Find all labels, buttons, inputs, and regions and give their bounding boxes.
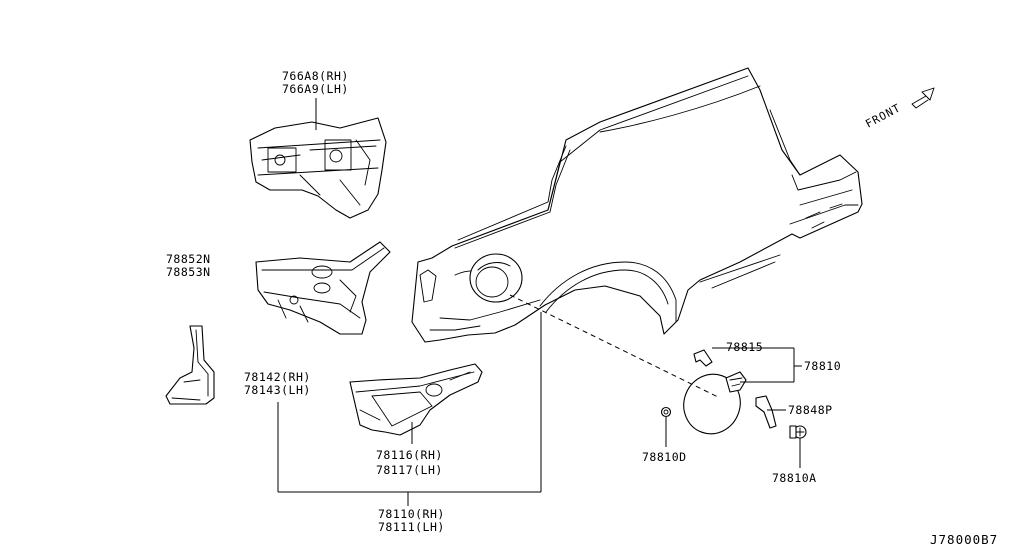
label-78143: 78143(LH) (244, 383, 311, 397)
part-78142-wheelhouse (255, 241, 391, 335)
label-78848P: 78848P (788, 403, 833, 417)
part-766A8-bracket (249, 117, 387, 219)
front-label: FRONT (863, 101, 903, 130)
label-78110: 78110(RH) (378, 507, 445, 521)
label-78142: 78142(RH) (244, 370, 311, 384)
rear-fender-quarter-panel (411, 67, 863, 343)
part-78848P-spring (755, 395, 777, 429)
part-78815-hinge (693, 349, 713, 367)
label-78116: 78116(RH) (376, 448, 443, 462)
label-78810D: 78810D (642, 450, 687, 464)
part-78116-lower-panel (349, 363, 483, 436)
label-78117: 78117(LH) (376, 463, 443, 477)
label-766A8: 766A8(RH) (282, 69, 349, 83)
diagram-code: J78000B7 (930, 532, 998, 547)
label-78111: 78111(LH) (378, 520, 445, 534)
front-arrow-icon (911, 87, 935, 109)
label-78810A: 78810A (772, 471, 817, 485)
label-78853N: 78853N (166, 265, 211, 279)
part-78810A-screw (789, 425, 807, 439)
leader-lines (277, 98, 802, 506)
label-78810: 78810 (804, 359, 841, 373)
part-78810-fuel-lid (683, 371, 747, 435)
label-78815: 78815 (726, 340, 763, 354)
fuel-lid-reference-line (509, 294, 721, 399)
label-78852N: 78852N (166, 252, 211, 266)
part-78810D-bumper (660, 406, 672, 418)
label-766A9: 766A9(LH) (282, 82, 349, 96)
part-78852N-strip (165, 325, 215, 405)
front-direction-indicator: FRONT (863, 87, 935, 131)
